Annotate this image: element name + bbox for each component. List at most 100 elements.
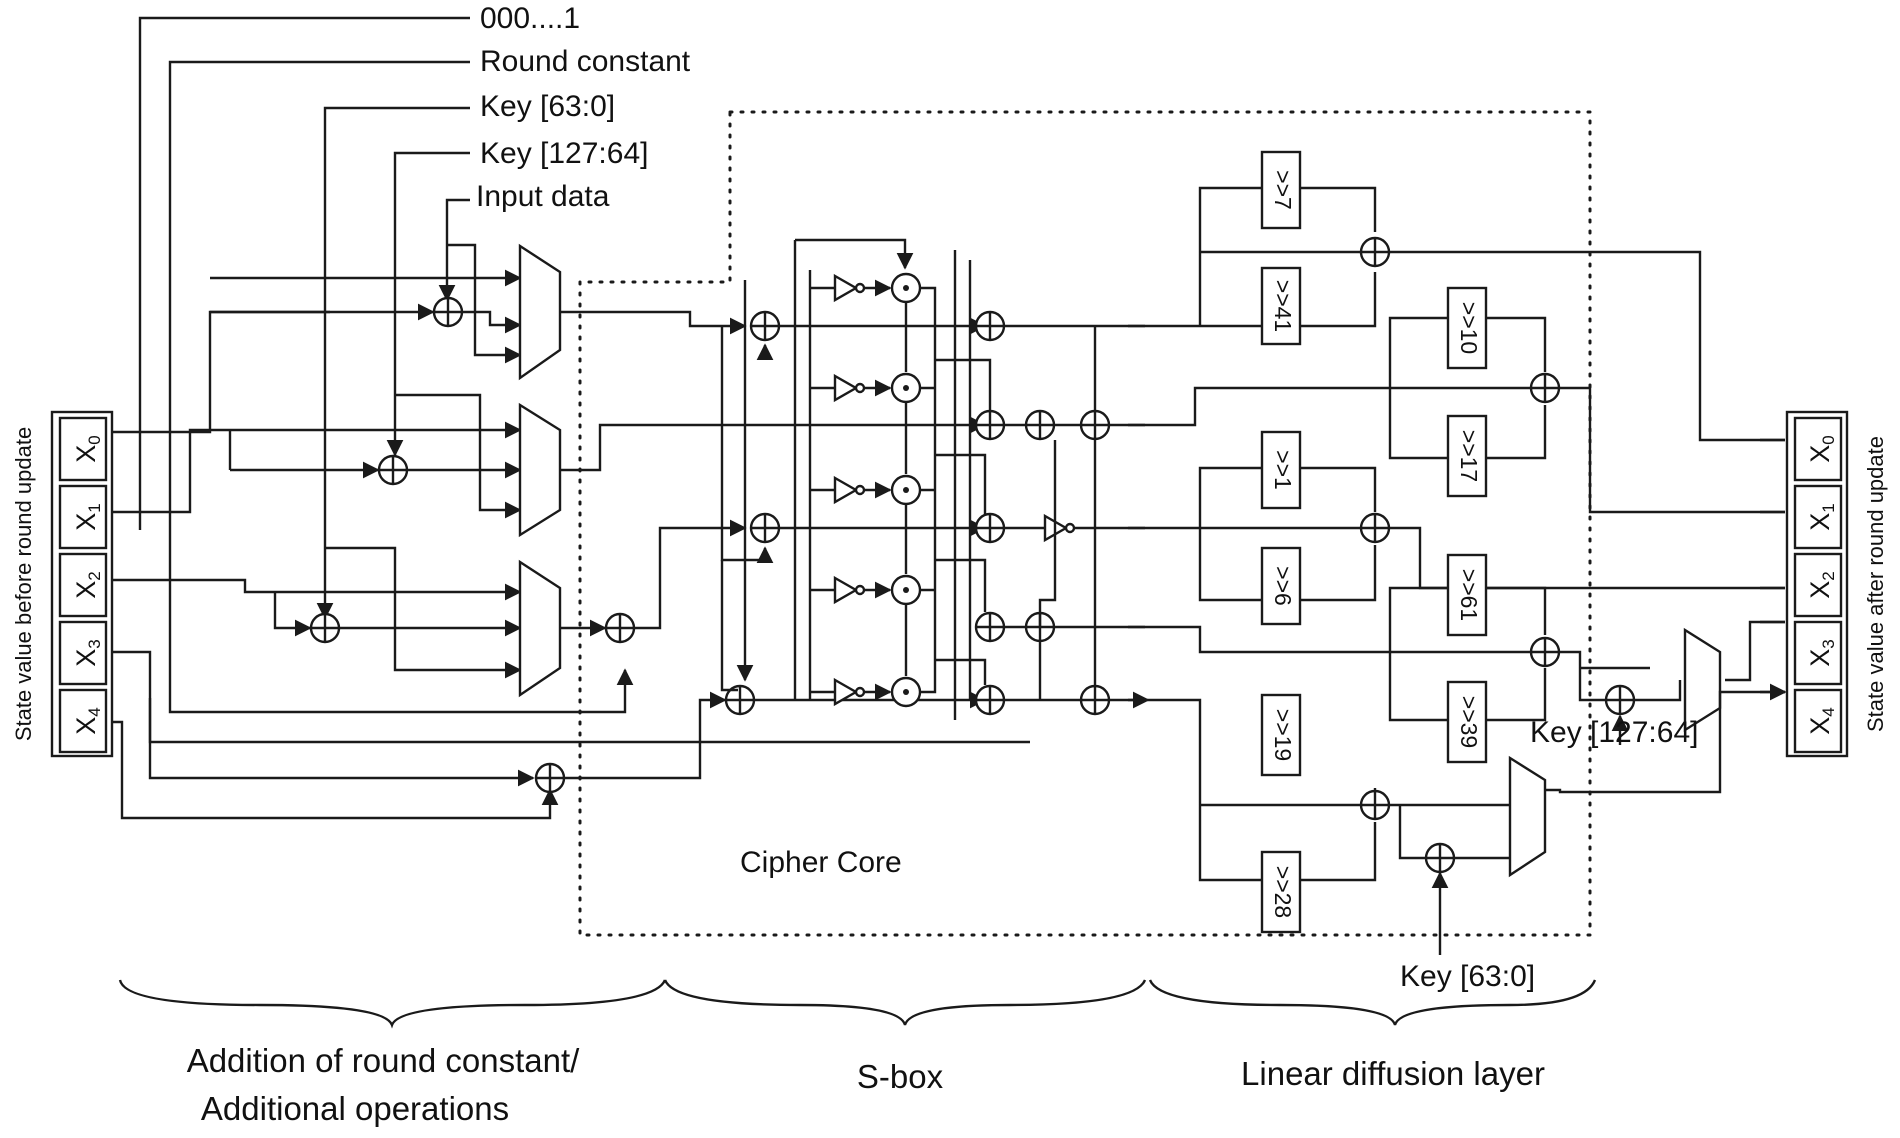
input-data-line	[438, 198, 470, 302]
cipher-core-boundary	[578, 110, 1592, 937]
xor-sbox-in-4	[724, 684, 756, 716]
svg-text:>>1: >>1	[1270, 450, 1296, 490]
wire-x3-to-xor-d	[148, 698, 535, 787]
xor-ldl-1	[1529, 372, 1561, 404]
xor-ldl-3-key	[1604, 684, 1636, 716]
mux-ldl-3	[1683, 627, 1722, 733]
ldl-row0-wires	[1148, 186, 1785, 442]
input-label-const: 000....1	[480, 2, 580, 35]
const-line	[138, 16, 470, 530]
wire-x2-out	[112, 578, 522, 601]
wire-x3-out	[112, 650, 1030, 744]
shift-r17: >>17	[1446, 414, 1488, 498]
mux-0	[518, 243, 562, 381]
wire-x4-out	[112, 720, 559, 820]
shift-r10: >>10	[1446, 286, 1488, 370]
section-label-1a: Addition of round constant/	[187, 1042, 580, 1079]
shift-r61: >>61	[1446, 553, 1488, 637]
shift-r41: >>41	[1260, 266, 1302, 346]
key-low-bottom-label: Key [63:0]	[1400, 960, 1535, 993]
side-label-right: State value after round update	[1863, 436, 1888, 732]
mux-ldl-4	[1508, 755, 1547, 878]
input-label-key-low: Key [63:0]	[480, 90, 615, 123]
wire-keylow-branch	[325, 546, 522, 679]
xor-sbox-out-2	[974, 512, 1006, 544]
shift-r39: >>39	[1446, 680, 1488, 764]
svg-text:>>41: >>41	[1270, 280, 1296, 332]
xor-left-e	[534, 762, 566, 794]
shift-r1: >>1	[1260, 430, 1302, 510]
key-high-right-label: Key [127:64]	[1530, 716, 1698, 749]
wire-mux1-out	[560, 416, 987, 472]
reg-left-x1: X1	[71, 503, 104, 530]
sbox-not-and-row-1	[810, 372, 922, 404]
xor-left-a	[432, 296, 464, 328]
sbox-stage2-arrows	[1128, 324, 1148, 700]
wire-inputdata-branch	[447, 243, 522, 364]
reg-right-x0: X0	[1805, 435, 1838, 462]
sbox-vert-2	[720, 560, 738, 692]
sbox-stage2-wires	[1004, 324, 1145, 702]
input-label-input-data: Input data	[476, 180, 610, 213]
brace-section-3	[1148, 979, 1597, 1026]
wire-xor-e-to-sbox	[565, 691, 727, 780]
xor-ldl-4	[1359, 789, 1391, 821]
xor-sbox-in-0	[749, 310, 781, 342]
svg-text:>>6: >>6	[1270, 566, 1296, 606]
xor-sbox-out-4a	[974, 684, 1006, 716]
sbox-row2-not-bubble	[1064, 522, 1076, 534]
input-label-key-high: Key [127:64]	[480, 137, 648, 170]
svg-text:>>10: >>10	[1456, 302, 1482, 354]
svg-text:>>39: >>39	[1456, 696, 1482, 748]
xor-ldl-2	[1359, 512, 1391, 544]
wire-xor-a-out	[463, 310, 522, 334]
sbox-vert-1	[720, 326, 774, 564]
shift-r7: >>7	[1260, 150, 1302, 230]
sbox-not-and-row-3	[810, 574, 922, 606]
svg-text:>>61: >>61	[1456, 569, 1482, 621]
xor-ldl-4-key	[1424, 842, 1456, 874]
reg-left-x3: X3	[71, 639, 104, 666]
wire-x2-branch	[273, 592, 312, 637]
key-low-line	[316, 106, 470, 620]
ldl-row2-wires	[1148, 466, 1785, 602]
shift-r28: >>28	[1260, 850, 1302, 934]
svg-text:>>28: >>28	[1270, 866, 1296, 918]
reg-right-x4: X4	[1805, 707, 1838, 734]
section-label-3: Linear diffusion layer	[1241, 1055, 1545, 1092]
xor-sbox-out-1c	[1079, 409, 1111, 441]
state-register-right: X0 X1 X2 X3 X4	[1785, 410, 1849, 758]
xor-sbox-out-0	[974, 310, 1006, 342]
wire-xor-d-to-sbox	[635, 519, 747, 630]
section-label-2: S-box	[857, 1058, 944, 1095]
right-register-inputs	[1760, 438, 1785, 692]
cipher-core-label: Cipher Core	[740, 846, 902, 879]
xor-left-c	[309, 612, 341, 644]
round-constant-line	[168, 60, 634, 714]
state-register-left: X0 X1 X2 X3 X4	[50, 410, 114, 758]
xor-sbox-in-2	[749, 512, 781, 544]
xor-ldl-0	[1359, 236, 1391, 268]
xor-sbox-out-4b	[1079, 684, 1111, 716]
xor-sbox-out-1b	[1024, 409, 1056, 441]
input-label-round-constant: Round constant	[480, 45, 691, 78]
sbox-not-and-row-4	[810, 676, 922, 708]
svg-text:>>7: >>7	[1270, 170, 1296, 210]
svg-text:>>17: >>17	[1456, 430, 1482, 482]
xor-left-b	[377, 454, 409, 486]
reg-left-x2: X2	[71, 571, 104, 598]
sbox-top-loop	[795, 238, 914, 270]
shift-r19: >>19	[1260, 693, 1302, 777]
shift-r6: >>6	[1260, 546, 1302, 626]
wire-keyhigh-branch	[395, 393, 522, 519]
key-high-line	[386, 151, 470, 457]
section-label-1b: Additional operations	[201, 1090, 509, 1127]
brace-section-2	[663, 979, 1147, 1026]
xor-ldl-3	[1529, 636, 1561, 668]
reg-left-x0: X0	[71, 435, 104, 462]
wire-mux0-out	[560, 310, 747, 335]
reg-right-x1: X1	[1805, 503, 1838, 530]
reg-left-x4: X4	[71, 707, 104, 734]
xor-sbox-out-1a	[974, 409, 1006, 441]
wire-x1-out	[112, 421, 522, 514]
